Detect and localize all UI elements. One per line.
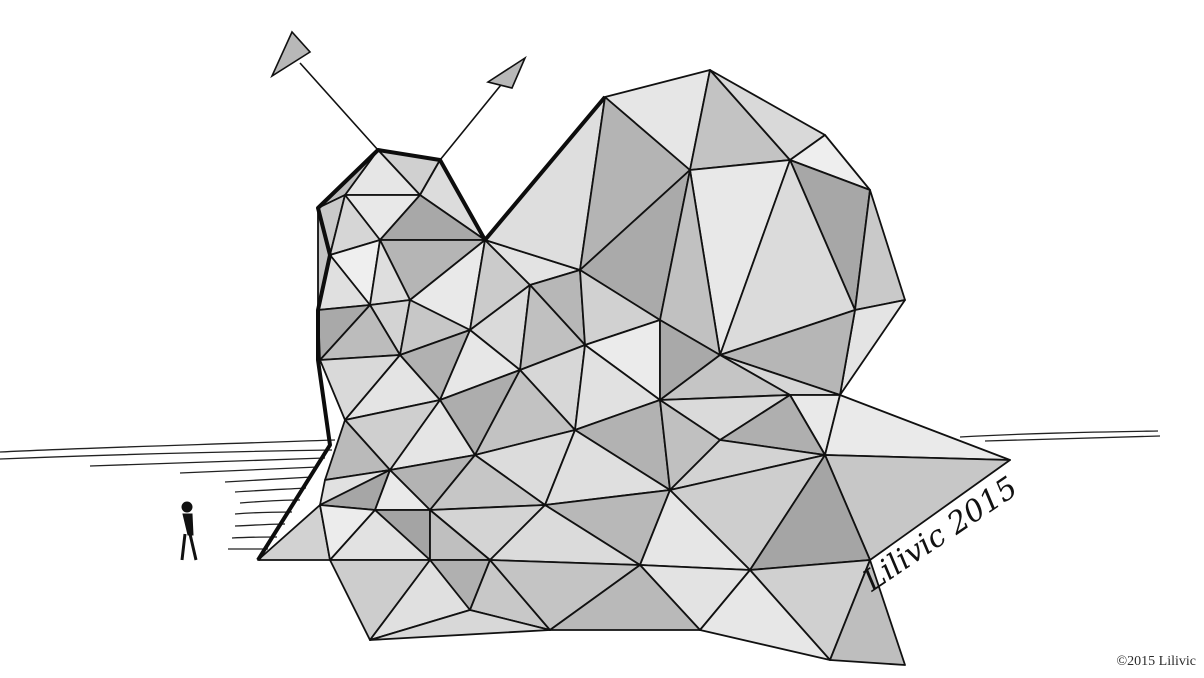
- person-silhouette: [180, 501, 198, 561]
- antennae: [270, 30, 527, 161]
- snail-facets: [257, 69, 1011, 666]
- horizon-lines: [0, 430, 1161, 550]
- copyright-notice: ©2015 Lilivic: [1116, 654, 1196, 669]
- snail-head-outline: [256, 95, 607, 562]
